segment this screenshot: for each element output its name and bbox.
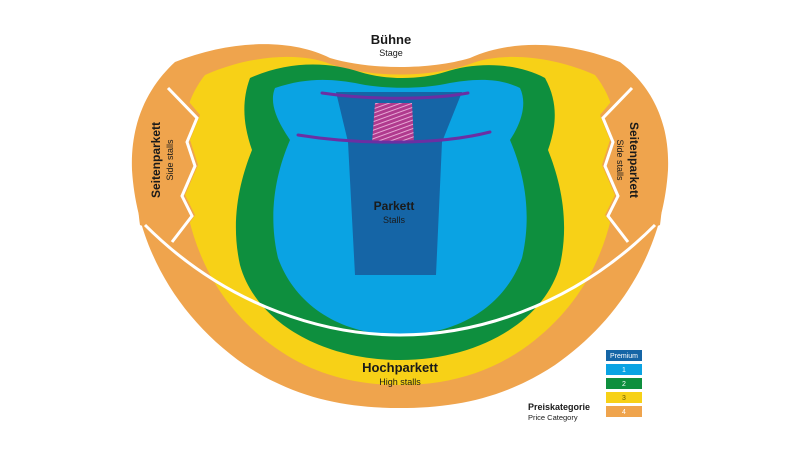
divider-side-left [166, 86, 199, 243]
stalls-title: Parkett [374, 199, 415, 213]
divider-side-right [601, 86, 634, 243]
svg-text:1: 1 [622, 367, 626, 374]
high-stalls-subtitle: High stalls [379, 377, 421, 387]
svg-text:Premium: Premium [610, 353, 638, 360]
side-right-title: Seitenparkett [627, 122, 641, 198]
row-line-rear [296, 130, 492, 144]
zone-premium[interactable] [336, 92, 462, 275]
legend-item-1: 1 [606, 364, 642, 375]
legend-item-premium: Premium [606, 350, 642, 361]
stalls-subtitle: Stalls [383, 215, 406, 225]
svg-text:2: 2 [622, 381, 626, 388]
high-stalls-title: Hochparkett [362, 360, 439, 375]
legend-item-3: 3 [606, 392, 642, 403]
legend-item-4: 4 [606, 406, 642, 417]
legend-title: Preiskategorie [528, 402, 590, 412]
side-right-subtitle: Side stalls [615, 139, 625, 181]
zone-highlight[interactable] [372, 103, 414, 143]
legend-subtitle: Price Category [528, 413, 578, 422]
svg-text:3: 3 [622, 395, 626, 402]
stage-title: Bühne [371, 32, 411, 47]
row-line-front [320, 91, 470, 100]
price-legend: Premium 1 2 3 4 Preiskategorie Price Cat… [528, 350, 642, 422]
legend-item-2: 2 [606, 378, 642, 389]
side-left-subtitle: Side stalls [165, 139, 175, 181]
stage-subtitle: Stage [379, 48, 403, 58]
side-left-title: Seitenparkett [149, 122, 163, 198]
divider-high-stalls [143, 223, 657, 337]
svg-text:4: 4 [622, 409, 626, 416]
